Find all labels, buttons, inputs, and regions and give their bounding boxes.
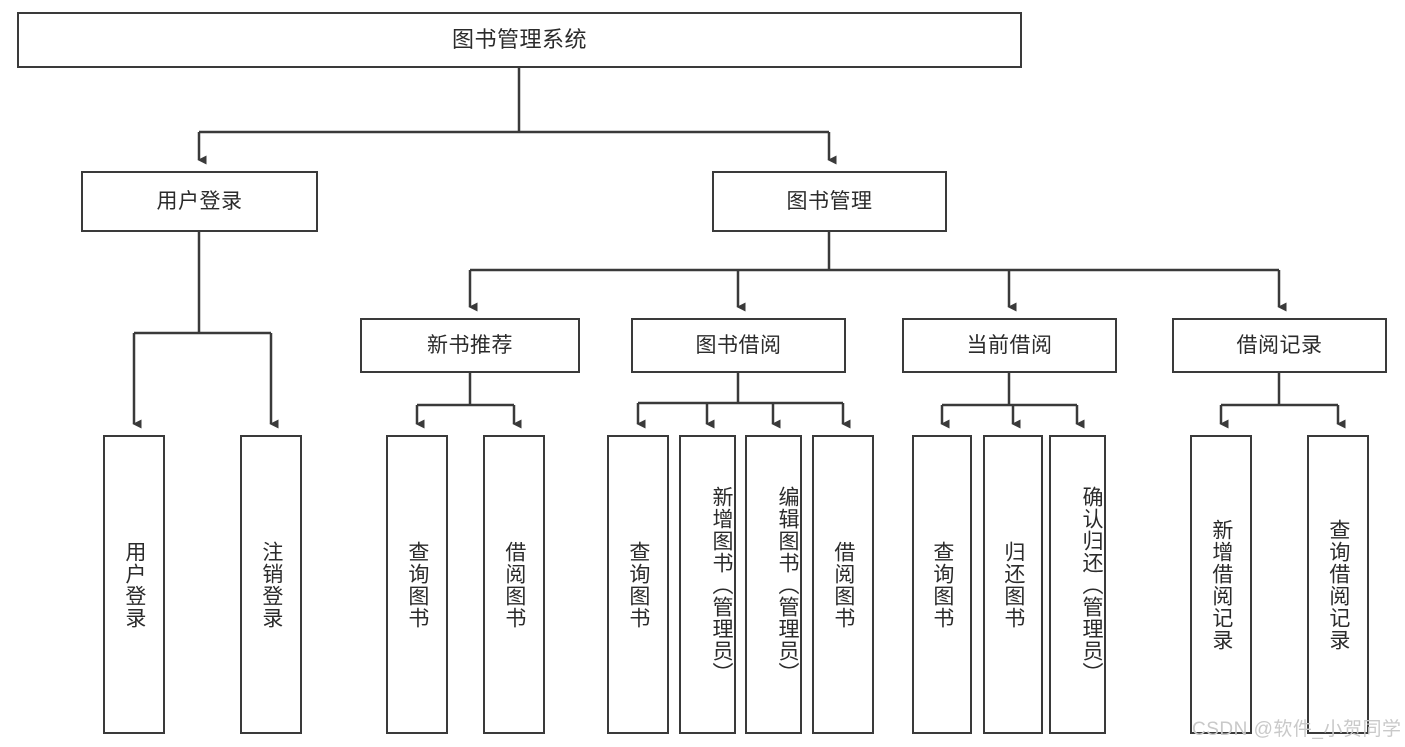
node-book-borrow[interactable]: 图书借阅 <box>631 318 846 373</box>
node-borrow-record[interactable]: 借阅记录 <box>1172 318 1387 373</box>
leaf-edit-book-admin[interactable]: 编辑图书（管理员） <box>745 435 802 734</box>
leaf-query-book-newbook[interactable]: 查询图书 <box>386 435 448 734</box>
node-current-borrow[interactable]: 当前借阅 <box>902 318 1117 373</box>
leaf-confirm-return-admin[interactable]: 确认归还（管理员） <box>1049 435 1106 734</box>
leaf-add-borrow-record[interactable]: 新增借阅记录 <box>1190 435 1252 734</box>
node-new-book-recommend[interactable]: 新书推荐 <box>360 318 580 373</box>
leaf-query-book-borrow[interactable]: 查询图书 <box>607 435 669 734</box>
node-book-management[interactable]: 图书管理 <box>712 171 947 232</box>
node-root-system[interactable]: 图书管理系统 <box>17 12 1022 68</box>
leaf-user-login[interactable]: 用户登录 <box>103 435 165 734</box>
leaf-borrow-book[interactable]: 借阅图书 <box>812 435 874 734</box>
leaf-query-borrow-record[interactable]: 查询借阅记录 <box>1307 435 1369 734</box>
leaf-add-book-admin[interactable]: 新增图书（管理员） <box>679 435 736 734</box>
leaf-return-book[interactable]: 归还图书 <box>983 435 1043 734</box>
leaf-borrow-book-newbook[interactable]: 借阅图书 <box>483 435 545 734</box>
leaf-query-book-current[interactable]: 查询图书 <box>912 435 972 734</box>
node-user-login[interactable]: 用户登录 <box>81 171 318 232</box>
leaf-logout-login[interactable]: 注销登录 <box>240 435 302 734</box>
csdn-watermark: CSDN @软件_小贺同学 <box>1192 719 1402 740</box>
